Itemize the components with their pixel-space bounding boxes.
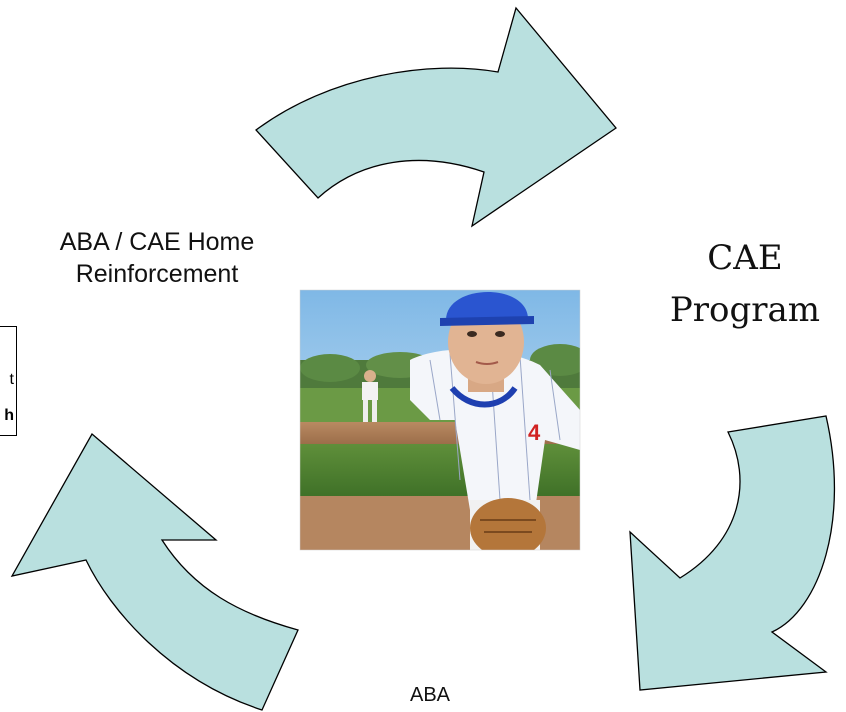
label-home-line2: Reinforcement	[75, 260, 239, 288]
clipped-text-box: t h	[0, 326, 17, 436]
label-cae-line2: Program	[669, 290, 821, 330]
clipped-text-line2: h	[4, 407, 14, 424]
clipped-text-line1: t	[9, 371, 14, 388]
label-home-line1: ABA / CAE Home	[59, 228, 255, 256]
svg-text:4: 4	[528, 420, 541, 445]
arrow-right	[629, 415, 836, 691]
label-aba: ABA	[409, 684, 451, 706]
label-home-reinforcement: ABA / CAE Home Reinforcement	[4, 226, 310, 290]
label-cae-program: CAE Program	[640, 232, 846, 336]
arrow-left	[10, 432, 299, 711]
arrow-top	[255, 6, 617, 228]
center-photo: 4	[300, 290, 580, 550]
label-cae-line1: CAE	[707, 238, 783, 278]
